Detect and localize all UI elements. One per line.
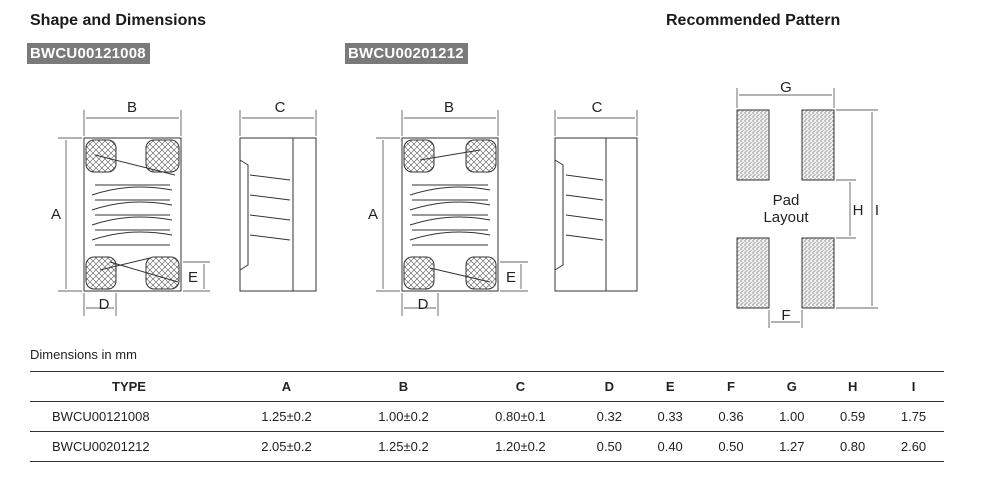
cell-h: 0.80: [822, 431, 884, 462]
dim-label-A-2: A: [368, 206, 378, 223]
dim-label-E-2: E: [506, 269, 516, 286]
pad-layout-label-line1: Pad: [773, 192, 800, 209]
dimension-letters: B A D E C B A D E C G H I F Pad Layout: [51, 79, 879, 324]
dimensions-table: TYPE A B C D E F G H I BWCU00121008 1.25…: [30, 371, 944, 462]
cell-i: 1.75: [883, 401, 944, 432]
part-label-2: BWCU00201212: [345, 43, 468, 64]
dim-label-A: A: [51, 206, 61, 223]
cell-i: 2.60: [883, 431, 944, 462]
col-header-type: TYPE: [30, 371, 228, 402]
dim-label-F: F: [781, 307, 790, 324]
part2-front-view: [376, 110, 528, 316]
dim-label-C: C: [275, 99, 286, 116]
cell-d: 0.32: [578, 401, 640, 432]
col-header-b: B: [344, 371, 462, 402]
col-header-e: E: [639, 371, 701, 402]
col-header-c: C: [461, 371, 579, 402]
dim-label-I: I: [875, 202, 879, 219]
cell-d: 0.50: [578, 431, 640, 462]
section-title-shape: Shape and Dimensions: [30, 12, 207, 29]
col-header-h: H: [822, 371, 884, 402]
cell-a: 1.25±0.2: [228, 401, 345, 432]
dim-label-B: B: [127, 99, 137, 116]
pad-layout-drawing: [736, 88, 878, 328]
cell-type: BWCU00121008: [30, 401, 228, 432]
col-header-d: D: [578, 371, 640, 402]
dim-label-D-2: D: [418, 296, 429, 313]
cell-a: 2.05±0.2: [228, 431, 345, 462]
col-header-g: G: [761, 371, 823, 402]
table-row: BWCU00121008 1.25±0.2 1.00±0.2 0.80±0.1 …: [30, 401, 944, 432]
cell-b: 1.00±0.2: [344, 401, 462, 432]
cell-f: 0.36: [700, 401, 762, 432]
col-header-f: F: [700, 371, 762, 402]
dim-label-B-2: B: [444, 99, 454, 116]
cell-f: 0.50: [700, 431, 762, 462]
dim-label-H: H: [853, 202, 864, 219]
part-label-1: BWCU00121008: [27, 43, 150, 64]
table-row: BWCU00201212 2.05±0.2 1.25±0.2 1.20±0.2 …: [30, 431, 944, 462]
cell-c: 0.80±0.1: [461, 401, 579, 432]
dim-label-D: D: [99, 296, 110, 313]
part1-front-view: [58, 110, 210, 316]
cell-e: 0.40: [639, 431, 701, 462]
col-header-a: A: [228, 371, 345, 402]
table-header-row: TYPE A B C D E F G H I: [30, 371, 944, 402]
cell-b: 1.25±0.2: [344, 431, 462, 462]
part2-side-view: [554, 110, 638, 292]
cell-type: BWCU00201212: [30, 431, 228, 462]
cell-g: 1.27: [761, 431, 823, 462]
cell-g: 1.00: [761, 401, 823, 432]
dim-label-C-2: C: [592, 99, 603, 116]
section-title-pattern: Recommended Pattern: [666, 12, 841, 29]
part1-side-view: [239, 110, 317, 292]
technical-drawings: [58, 88, 878, 328]
dim-label-E: E: [188, 269, 198, 286]
cell-e: 0.33: [639, 401, 701, 432]
cell-h: 0.59: [822, 401, 884, 432]
dim-label-G: G: [780, 79, 792, 96]
col-header-i: I: [883, 371, 944, 402]
cell-c: 1.20±0.2: [461, 431, 579, 462]
table-caption: Dimensions in mm: [30, 347, 137, 362]
pad-layout-label-line2: Layout: [763, 209, 809, 226]
